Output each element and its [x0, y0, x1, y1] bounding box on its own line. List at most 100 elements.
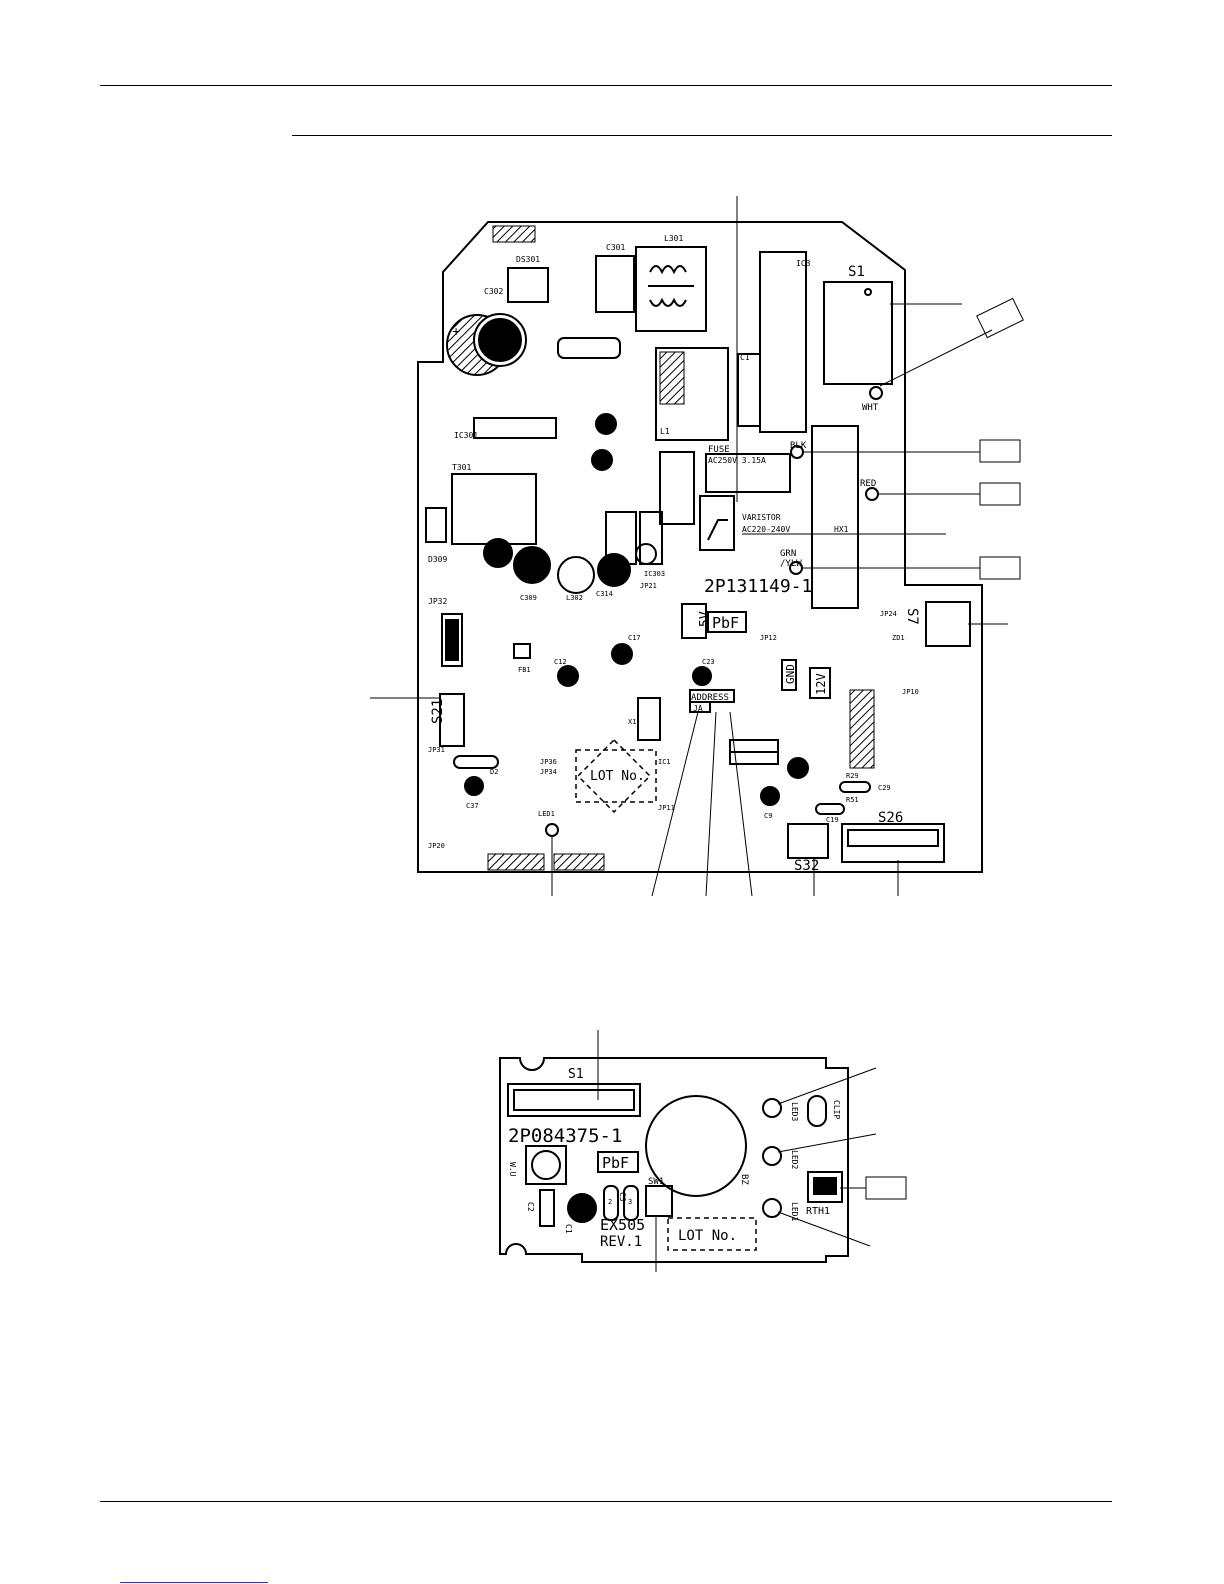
label-c1: C1	[740, 353, 750, 362]
red-terminal	[865, 487, 879, 501]
capacitor-c308	[483, 538, 513, 568]
display-cap-value-2: 2	[608, 1198, 612, 1206]
label-12v: 12V	[814, 673, 828, 695]
connector-s21	[439, 693, 465, 747]
label-jp32: JP32	[428, 597, 447, 606]
label-t301: T301	[452, 463, 471, 472]
wire-label-red: RED	[860, 479, 876, 489]
capacitor-c17	[611, 643, 633, 665]
clip-hole	[807, 1095, 827, 1127]
label-jp36: JP36	[540, 758, 557, 766]
label-ds301: DS301	[516, 255, 540, 264]
leader-wht-wire	[879, 329, 993, 387]
callout-box-wht	[976, 297, 1024, 339]
label-l301: L301	[664, 234, 683, 243]
label-c9: C9	[764, 812, 772, 820]
label-jp34: JP34	[540, 768, 557, 776]
led-led1	[545, 823, 559, 837]
connector-s32	[787, 823, 829, 859]
leader-address-ja	[651, 711, 699, 897]
inductor-l302	[557, 556, 595, 594]
display-cap-value-3: 3	[628, 1198, 632, 1206]
crystal-x1	[637, 697, 661, 741]
connector-s7-label: S7	[904, 608, 920, 625]
display-pcb: S1 2P084375-1 BZ W.U PbF C1 C2 2 3 C3 SW…	[499, 1057, 849, 1263]
terminal-s1	[823, 281, 893, 385]
thermistor-pth301	[557, 337, 621, 359]
connector-s32-label: S32	[794, 858, 819, 874]
relay-hx1	[811, 425, 859, 609]
label-c301: C301	[606, 243, 625, 252]
footer-rule	[100, 1501, 1112, 1502]
label-gnd: GND	[784, 664, 797, 684]
main-pbf-mark: PbF	[712, 614, 739, 632]
display-pcb-outline	[499, 1057, 849, 1263]
label-ic301: IC301	[454, 431, 478, 440]
label-ic1: IC1	[658, 758, 671, 766]
label-ic3: IC3	[796, 259, 811, 268]
led2-label: LED2	[790, 1150, 799, 1169]
label-jp12: JP12	[760, 634, 777, 642]
receiver-label: W.U	[508, 1162, 517, 1177]
capacitor-c23	[692, 666, 712, 686]
varistor-rating: AC220-240V	[742, 525, 790, 534]
label-c17: C17	[628, 634, 641, 642]
callout-box-red	[979, 482, 1021, 506]
label-c19: C19	[826, 816, 839, 824]
display-lot-number: LOT No.	[678, 1228, 737, 1244]
address-label: ADDRESS	[691, 693, 729, 703]
hatched-block	[849, 689, 875, 769]
label-jp31: JP31	[428, 746, 445, 754]
switch-label: SW1	[648, 1177, 664, 1187]
capacitor-c302: C302 +	[446, 287, 527, 376]
callout-box-rth1	[865, 1176, 907, 1200]
varistor-symbol-icon	[707, 519, 728, 541]
varistor-label: VARISTOR	[742, 513, 781, 522]
display-label-c3: C3	[618, 1192, 627, 1202]
varistor-v1	[699, 495, 735, 551]
display-board-code: EX505	[600, 1216, 645, 1234]
label-jp20: JP20	[428, 842, 445, 850]
display-capacitor-c1	[567, 1193, 597, 1223]
capacitor-c309	[513, 546, 551, 584]
label-d2: D2	[490, 768, 498, 776]
relay-ic3	[759, 251, 807, 433]
led3-label: LED3	[790, 1102, 799, 1121]
header-rule-sub	[292, 135, 1112, 136]
led-led3	[762, 1098, 782, 1118]
label-x1: X1	[628, 718, 636, 726]
label-jp21: JP21	[640, 582, 657, 590]
display-label-c2: C2	[526, 1202, 535, 1212]
capacitor-c37	[464, 776, 484, 796]
main-pcb-outline	[417, 221, 983, 873]
main-part-number: 2P131149-1	[704, 576, 812, 597]
label-c23: C23	[702, 658, 715, 666]
label-fb1: FB1	[518, 666, 531, 674]
leader-display-led1	[777, 1211, 871, 1247]
wire-label-grn: GRN	[780, 549, 796, 559]
receiver-wu	[525, 1145, 567, 1185]
inductor-coil-icon	[648, 265, 694, 307]
ic-ic301	[473, 417, 557, 439]
callout-box-grn	[979, 556, 1021, 580]
inductor-l1	[655, 347, 729, 441]
leader-address-jc	[729, 711, 753, 897]
buzzer-bz	[645, 1095, 747, 1197]
inductor-l301	[635, 246, 707, 332]
connector-rth1	[807, 1171, 843, 1203]
capacitor-c12	[557, 665, 579, 687]
label-d309: D309	[428, 555, 447, 564]
led1-label: LED1	[790, 1202, 799, 1221]
label-l1: L1	[660, 427, 670, 436]
label-c12: C12	[554, 658, 567, 666]
clip-label: CLIP	[832, 1100, 841, 1119]
label-jp10: JP10	[902, 688, 919, 696]
callout-box-blk	[979, 439, 1021, 463]
buzzer-label: BZ	[739, 1174, 749, 1185]
header-rule-top	[100, 85, 1112, 86]
display-revision: REV.1	[600, 1234, 642, 1250]
capacitor-c301	[595, 255, 635, 313]
switch-sw1	[645, 1185, 673, 1217]
fuse-label: FUSE	[708, 445, 730, 455]
rth1-label: RTH1	[806, 1206, 830, 1217]
